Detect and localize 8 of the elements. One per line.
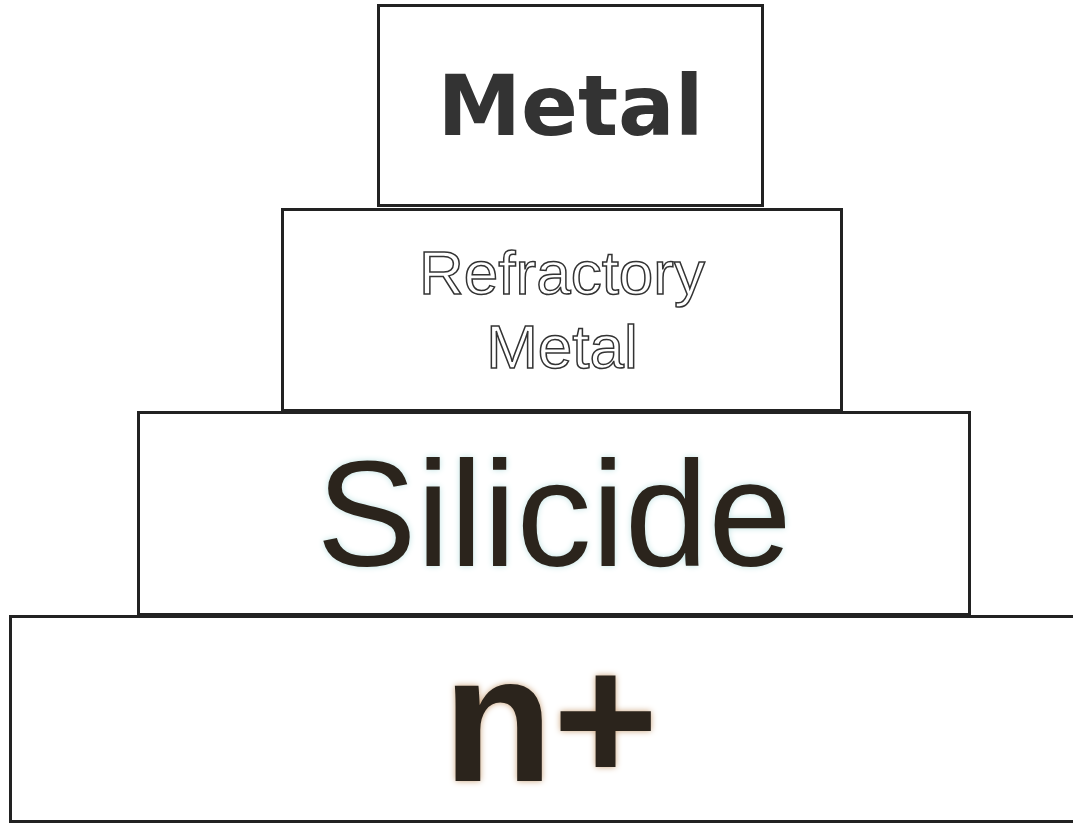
layer-label: Silicide: [316, 438, 792, 589]
refractory-metal-layer: [281, 208, 843, 412]
n-plus-layer: [9, 615, 1073, 823]
silicide-layer: [137, 411, 971, 616]
metal-layer: [377, 4, 764, 207]
layer-label: Refractory Metal: [418, 236, 707, 383]
layer-label: Metal: [437, 63, 704, 148]
layer-label: n+: [442, 629, 659, 809]
